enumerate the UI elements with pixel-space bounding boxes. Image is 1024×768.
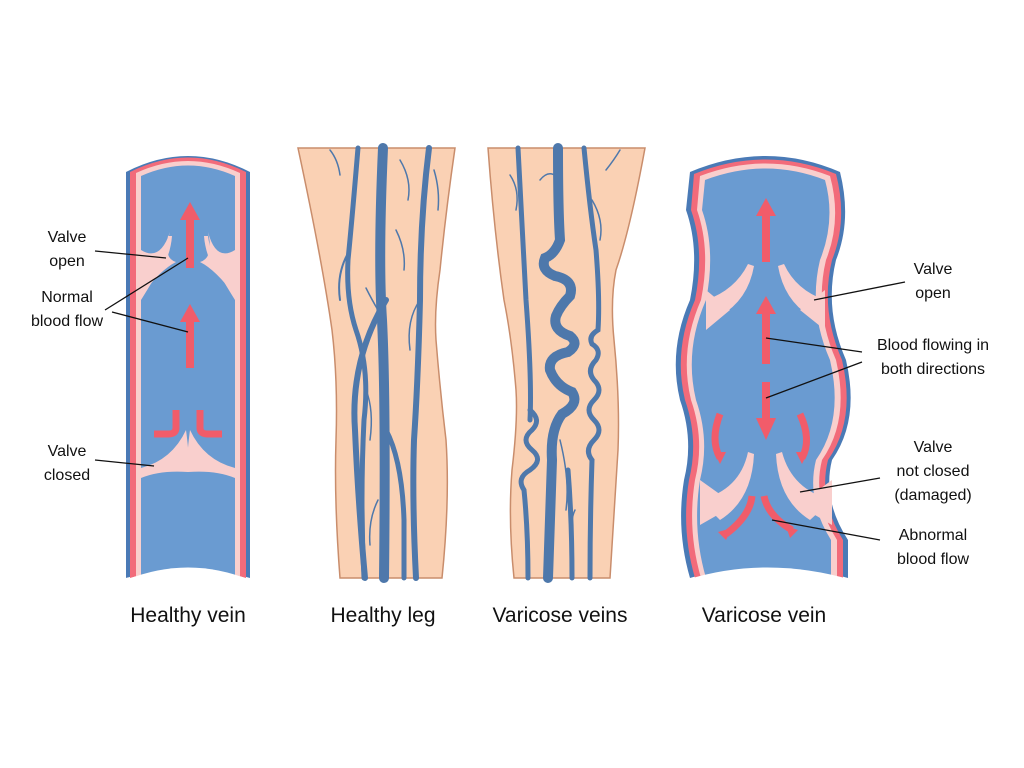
up-arrow-icon [756,198,776,262]
label-valve-open: Valve [914,261,953,278]
label-valve-closed: Valve [48,443,87,460]
captions: Healthy vein Healthy leg Varicose veins … [130,604,826,627]
svg-text:blood flow: blood flow [897,551,969,568]
label-valve-open: Valve [48,229,87,246]
caption-varicose-veins: Varicose veins [492,604,627,627]
varicose-vein-illustration [675,156,906,592]
up-arrow-icon [180,304,200,368]
caption-healthy-leg: Healthy leg [330,604,435,627]
blocked-flow-arrow-icon [154,410,180,438]
up-arrow-icon [180,202,200,268]
label-blood-flowing-both: Blood flowing in [877,337,989,354]
leader-lines [765,281,906,541]
label-normal-blood-flow: Normal [41,289,93,306]
leader-lines [94,250,189,467]
label-valve-not-closed: Valve [914,439,953,456]
down-arrow-icon [756,382,776,440]
caption-varicose-vein: Varicose vein [702,604,827,627]
svg-text:(damaged): (damaged) [894,487,971,504]
healthy-leg-illustration [297,143,456,583]
svg-text:open: open [915,285,951,302]
blocked-flow-arrow-icon [196,410,222,438]
varicose-vein-labels: Valve open Blood flowing in both directi… [877,261,989,568]
varicose-leg-illustration [487,143,646,583]
svg-text:closed: closed [44,467,90,484]
label-abnormal-blood-flow: Abnormal [899,527,967,544]
svg-text:open: open [49,253,85,270]
up-arrow-icon [756,296,776,364]
svg-text:blood flow: blood flow [31,313,103,330]
svg-text:not closed: not closed [897,463,970,480]
caption-healthy-vein: Healthy vein [130,604,246,627]
svg-text:both directions: both directions [881,361,985,378]
healthy-vein-illustration [94,156,250,590]
closed-valve-right [187,430,235,478]
healthy-vein-labels: Valve open Normal blood flow Valve close… [31,229,103,484]
